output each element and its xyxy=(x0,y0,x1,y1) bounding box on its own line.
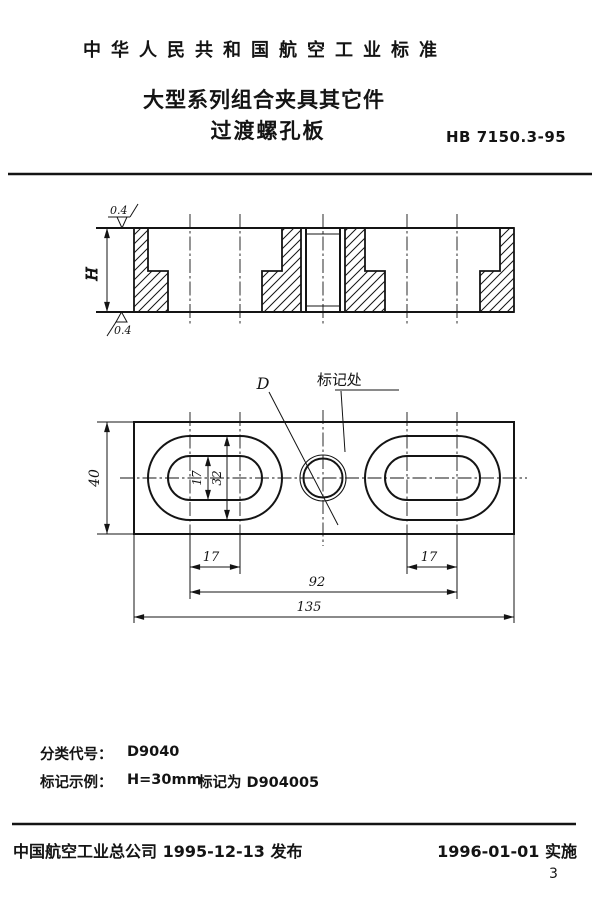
dim-17-right-label: 17 xyxy=(421,550,438,565)
dim-H: H xyxy=(83,228,110,312)
threaded-hole-plan xyxy=(299,454,347,502)
standard-org-title: 中华人民共和国航空工业标准 xyxy=(83,40,447,61)
roughness-bottom-value: 0.4 xyxy=(114,324,132,337)
implementation-date: 1996-01-01 实施 xyxy=(437,842,577,861)
plate-outline xyxy=(133,421,515,535)
page-number: 3 xyxy=(549,866,558,882)
dim-17-slot-label: 17 xyxy=(190,470,204,486)
class-code-value: D9040 xyxy=(127,744,180,760)
marking-example-condition: H=30mm xyxy=(127,772,202,788)
dim-40: 40 xyxy=(87,421,134,535)
section-centerlines xyxy=(189,214,458,326)
standard-number: HB 7150.3-95 xyxy=(446,128,567,146)
dim-H-label: H xyxy=(83,267,101,282)
bottom-dimensions: 17 17 92 135 xyxy=(133,534,515,623)
document-title-line2: 过渡螺孔板 xyxy=(210,119,326,143)
plan-view: 40 17 32 D 标记处 xyxy=(87,371,527,623)
dim-slot-widths: 17 32 xyxy=(190,436,230,520)
marking-place-callout: 标记处 xyxy=(316,371,399,453)
left-slot xyxy=(147,435,283,521)
roughness-top-value: 0.4 xyxy=(110,204,128,217)
roughness-mark-top: 0.4 xyxy=(108,203,139,230)
hole-diameter-label: D xyxy=(256,374,270,393)
issuer-and-issue-date: 中国航空工业总公司 1995-12-13 发布 xyxy=(13,842,303,861)
document-title-line1: 大型系列组合夹具其它件 xyxy=(143,88,385,112)
dim-135-label: 135 xyxy=(297,600,322,615)
right-slot xyxy=(364,435,501,521)
section-view: H 0.4 0.4 xyxy=(83,203,515,337)
marking-place-label: 标记处 xyxy=(316,371,362,389)
marking-example-label: 标记示例： xyxy=(40,775,113,791)
roughness-mark-bottom: 0.4 xyxy=(106,310,132,337)
class-code-label: 分类代号： xyxy=(40,747,113,763)
marking-example-value: 标记为 D904005 xyxy=(198,775,320,791)
dim-92-label: 92 xyxy=(309,575,326,590)
dim-40-label: 40 xyxy=(87,469,103,488)
dim-17-left-label: 17 xyxy=(203,550,220,565)
hole-diameter-callout: D xyxy=(256,374,339,526)
dim-32-label: 32 xyxy=(210,470,224,485)
threaded-hole-section xyxy=(300,228,346,312)
plan-centerlines xyxy=(120,410,527,546)
